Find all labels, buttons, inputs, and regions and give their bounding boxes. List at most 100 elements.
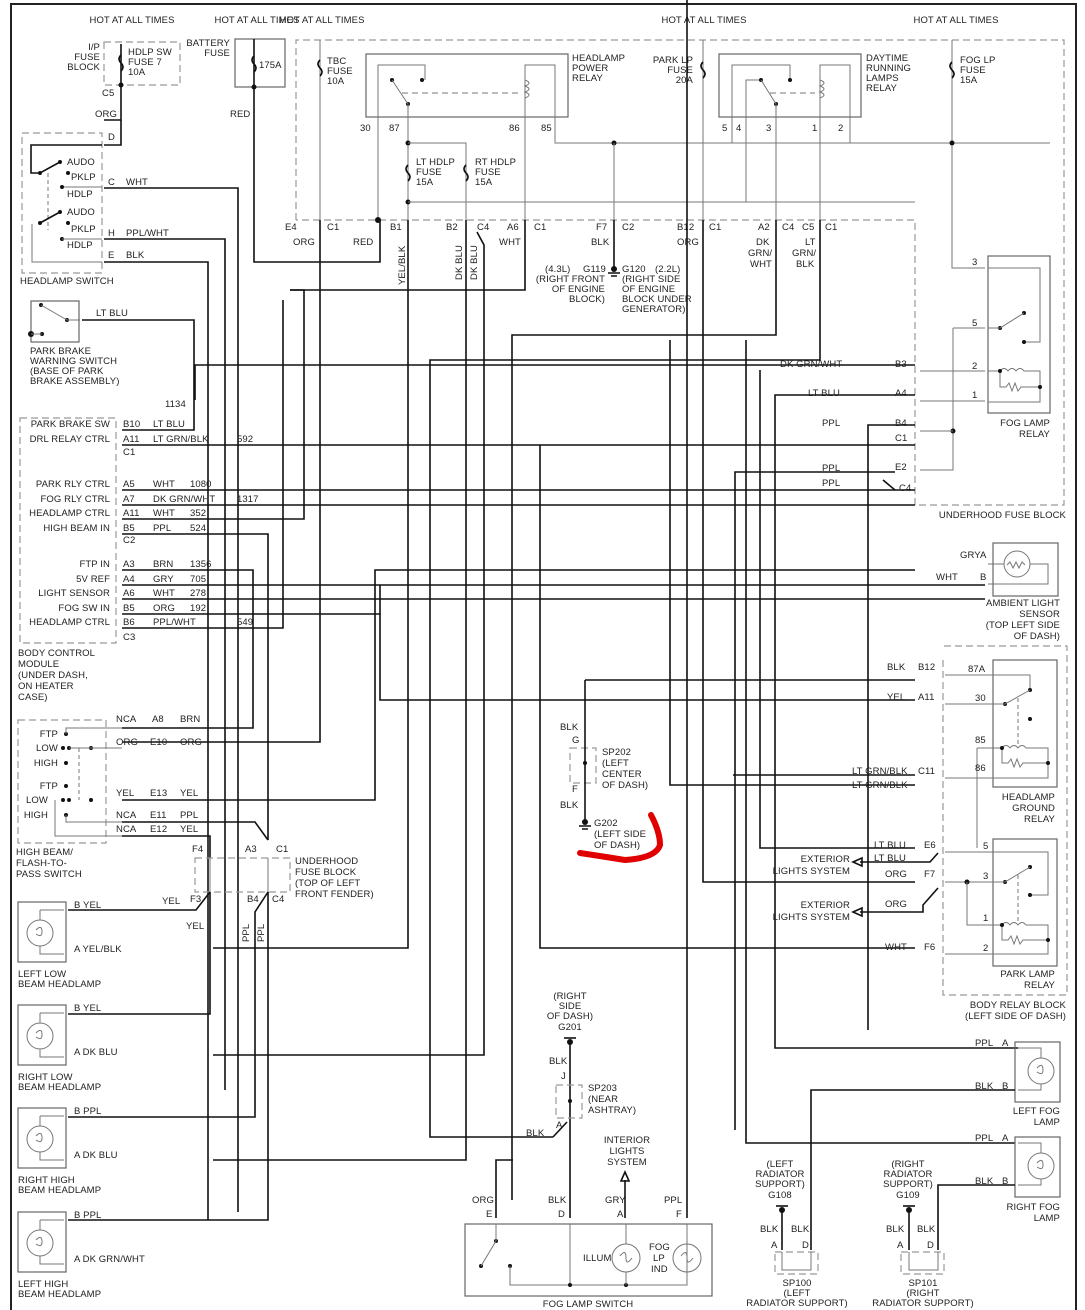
svg-text:ORG: ORG xyxy=(885,869,907,880)
bcm-pin: A11 xyxy=(123,508,140,519)
bcm-circuit: 524 xyxy=(190,523,206,534)
park-lamp-relay: 5 3 1 2 PARK LAMP RELAY xyxy=(945,838,1058,991)
svg-text:PPL: PPL xyxy=(180,810,198,821)
svg-text:UNDERHOOD: UNDERHOOD xyxy=(295,856,358,867)
svg-text:LT: LT xyxy=(805,237,816,248)
svg-text:LOW: LOW xyxy=(36,743,58,754)
svg-text:A DK BLU: A DK BLU xyxy=(74,1150,118,1161)
svg-text:2: 2 xyxy=(972,361,977,372)
svg-text:RADIATOR SUPPORT): RADIATOR SUPPORT) xyxy=(746,1298,847,1309)
svg-text:SIDE: SIDE xyxy=(559,1001,582,1012)
svg-text:GRY: GRY xyxy=(960,550,981,561)
svg-text:PARK LP: PARK LP xyxy=(653,55,693,66)
bcm-pin: A7 xyxy=(123,494,135,505)
svg-text:B1: B1 xyxy=(390,222,402,233)
svg-text:B4: B4 xyxy=(895,418,907,429)
svg-text:FLASH-TO-: FLASH-TO- xyxy=(16,858,67,869)
svg-text:(LEFT: (LEFT xyxy=(767,1159,794,1170)
svg-text:LIGHTS: LIGHTS xyxy=(610,1146,645,1157)
svg-text:A6: A6 xyxy=(507,222,519,233)
svg-text:BLK: BLK xyxy=(549,1056,568,1067)
svg-text:TBC: TBC xyxy=(327,56,346,67)
svg-text:OF DASH): OF DASH) xyxy=(594,840,640,851)
svg-text:C: C xyxy=(108,177,115,188)
svg-text:YEL: YEL xyxy=(887,692,905,703)
svg-text:A: A xyxy=(1002,1038,1009,1049)
svg-text:SP101: SP101 xyxy=(908,1278,937,1289)
svg-text:PPL: PPL xyxy=(256,924,267,942)
svg-text:NCA: NCA xyxy=(116,714,137,725)
svg-text:PPL: PPL xyxy=(975,1038,993,1049)
fog-lamps: PPL A BLK B LEFT FOG LAMP PPL A BLK B RI… xyxy=(745,340,1061,1250)
svg-text:(NEAR: (NEAR xyxy=(588,1094,618,1105)
svg-text:WARNING SWITCH: WARNING SWITCH xyxy=(30,356,117,367)
svg-text:C4: C4 xyxy=(272,894,284,905)
svg-text:(LEFT SIDE: (LEFT SIDE xyxy=(594,829,646,840)
high-beam-flash-to-pass-switch: HIGH BEAM/ FLASH-TO- PASS SWITCH FTP LOW… xyxy=(16,714,269,880)
bcm-pin: B6 xyxy=(123,617,135,628)
svg-text:LAMPS: LAMPS xyxy=(866,73,899,84)
svg-text:PPL/WHT: PPL/WHT xyxy=(126,228,169,239)
svg-text:RED: RED xyxy=(353,237,373,248)
svg-text:J: J xyxy=(561,1071,566,1082)
svg-text:BODY CONTROL: BODY CONTROL xyxy=(18,648,95,659)
svg-text:LAMP: LAMP xyxy=(1034,1117,1060,1128)
svg-text:GRN/: GRN/ xyxy=(792,248,816,259)
svg-text:RADIATOR: RADIATOR xyxy=(755,1169,804,1180)
svg-text:RELAY: RELAY xyxy=(572,73,604,84)
svg-text:LT HDLP: LT HDLP xyxy=(416,157,455,168)
svg-text:LT BLU: LT BLU xyxy=(874,840,906,851)
svg-text:B YEL: B YEL xyxy=(74,900,101,911)
svg-text:SP202: SP202 xyxy=(602,747,631,758)
svg-text:GROUND: GROUND xyxy=(1012,803,1055,814)
ground-icon xyxy=(608,272,620,277)
svg-text:LEFT LOW: LEFT LOW xyxy=(18,969,66,980)
svg-text:10A: 10A xyxy=(128,67,146,78)
svg-text:ORG: ORG xyxy=(116,737,138,748)
svg-text:RED: RED xyxy=(230,109,250,120)
svg-text:FOG LAMP: FOG LAMP xyxy=(1000,418,1050,429)
ground-g119-g120: (4.3L) G119 (RIGHT FRONT OF ENGINE BLOCK… xyxy=(536,220,692,315)
bcm-name: LIGHT SENSOR xyxy=(38,588,110,599)
svg-text:5: 5 xyxy=(983,841,988,852)
svg-text:E11: E11 xyxy=(150,810,167,821)
bcm-connector: C2 xyxy=(123,535,135,546)
svg-text:PPL: PPL xyxy=(822,463,840,474)
svg-text:(LEFT: (LEFT xyxy=(784,1288,811,1299)
svg-text:A2: A2 xyxy=(758,222,770,233)
battery-fuse: BATTERY FUSE 175A RED xyxy=(186,38,381,263)
bcm-wire: LT BLU xyxy=(153,419,185,430)
svg-text:E: E xyxy=(486,1209,492,1220)
svg-text:FTP: FTP xyxy=(40,781,58,792)
bcm-wire: PPL xyxy=(153,523,171,534)
svg-text:E: E xyxy=(108,250,114,261)
right-fog-lamp: PPL A BLK B RIGHT FOG LAMP xyxy=(975,1133,1061,1224)
bcm-wires xyxy=(122,289,985,840)
svg-text:WHT: WHT xyxy=(499,237,521,248)
svg-text:PPL: PPL xyxy=(822,478,840,489)
svg-text:YEL: YEL xyxy=(162,896,180,907)
svg-text:G: G xyxy=(572,735,580,746)
bcm-circuit: 1356 xyxy=(190,559,212,570)
svg-text:C1: C1 xyxy=(327,222,339,233)
svg-text:C1: C1 xyxy=(276,844,288,855)
svg-text:LAMP: LAMP xyxy=(1034,1213,1060,1224)
svg-text:FTP: FTP xyxy=(40,729,58,740)
svg-text:(RIGHT FRONT: (RIGHT FRONT xyxy=(536,274,605,285)
ufb-top-connectors: E4 C1 ORG RED B1 YEL/BLK B2 C4 DK BLU DK… xyxy=(285,217,837,285)
svg-text:B4: B4 xyxy=(247,894,259,905)
svg-text:FRONT FENDER): FRONT FENDER) xyxy=(295,889,374,900)
diagram-frame xyxy=(10,3,1077,1310)
svg-text:A8: A8 xyxy=(152,714,164,725)
svg-text:G201: G201 xyxy=(558,1022,582,1033)
svg-text:C2: C2 xyxy=(622,222,634,233)
svg-text:A: A xyxy=(771,1240,778,1251)
hot-label-park: HOT AT ALL TIMES xyxy=(661,15,746,26)
bulb-icon xyxy=(26,919,54,947)
svg-text:RELAY: RELAY xyxy=(1024,814,1056,825)
svg-text:G202: G202 xyxy=(594,818,618,829)
svg-text:C11: C11 xyxy=(918,766,935,777)
